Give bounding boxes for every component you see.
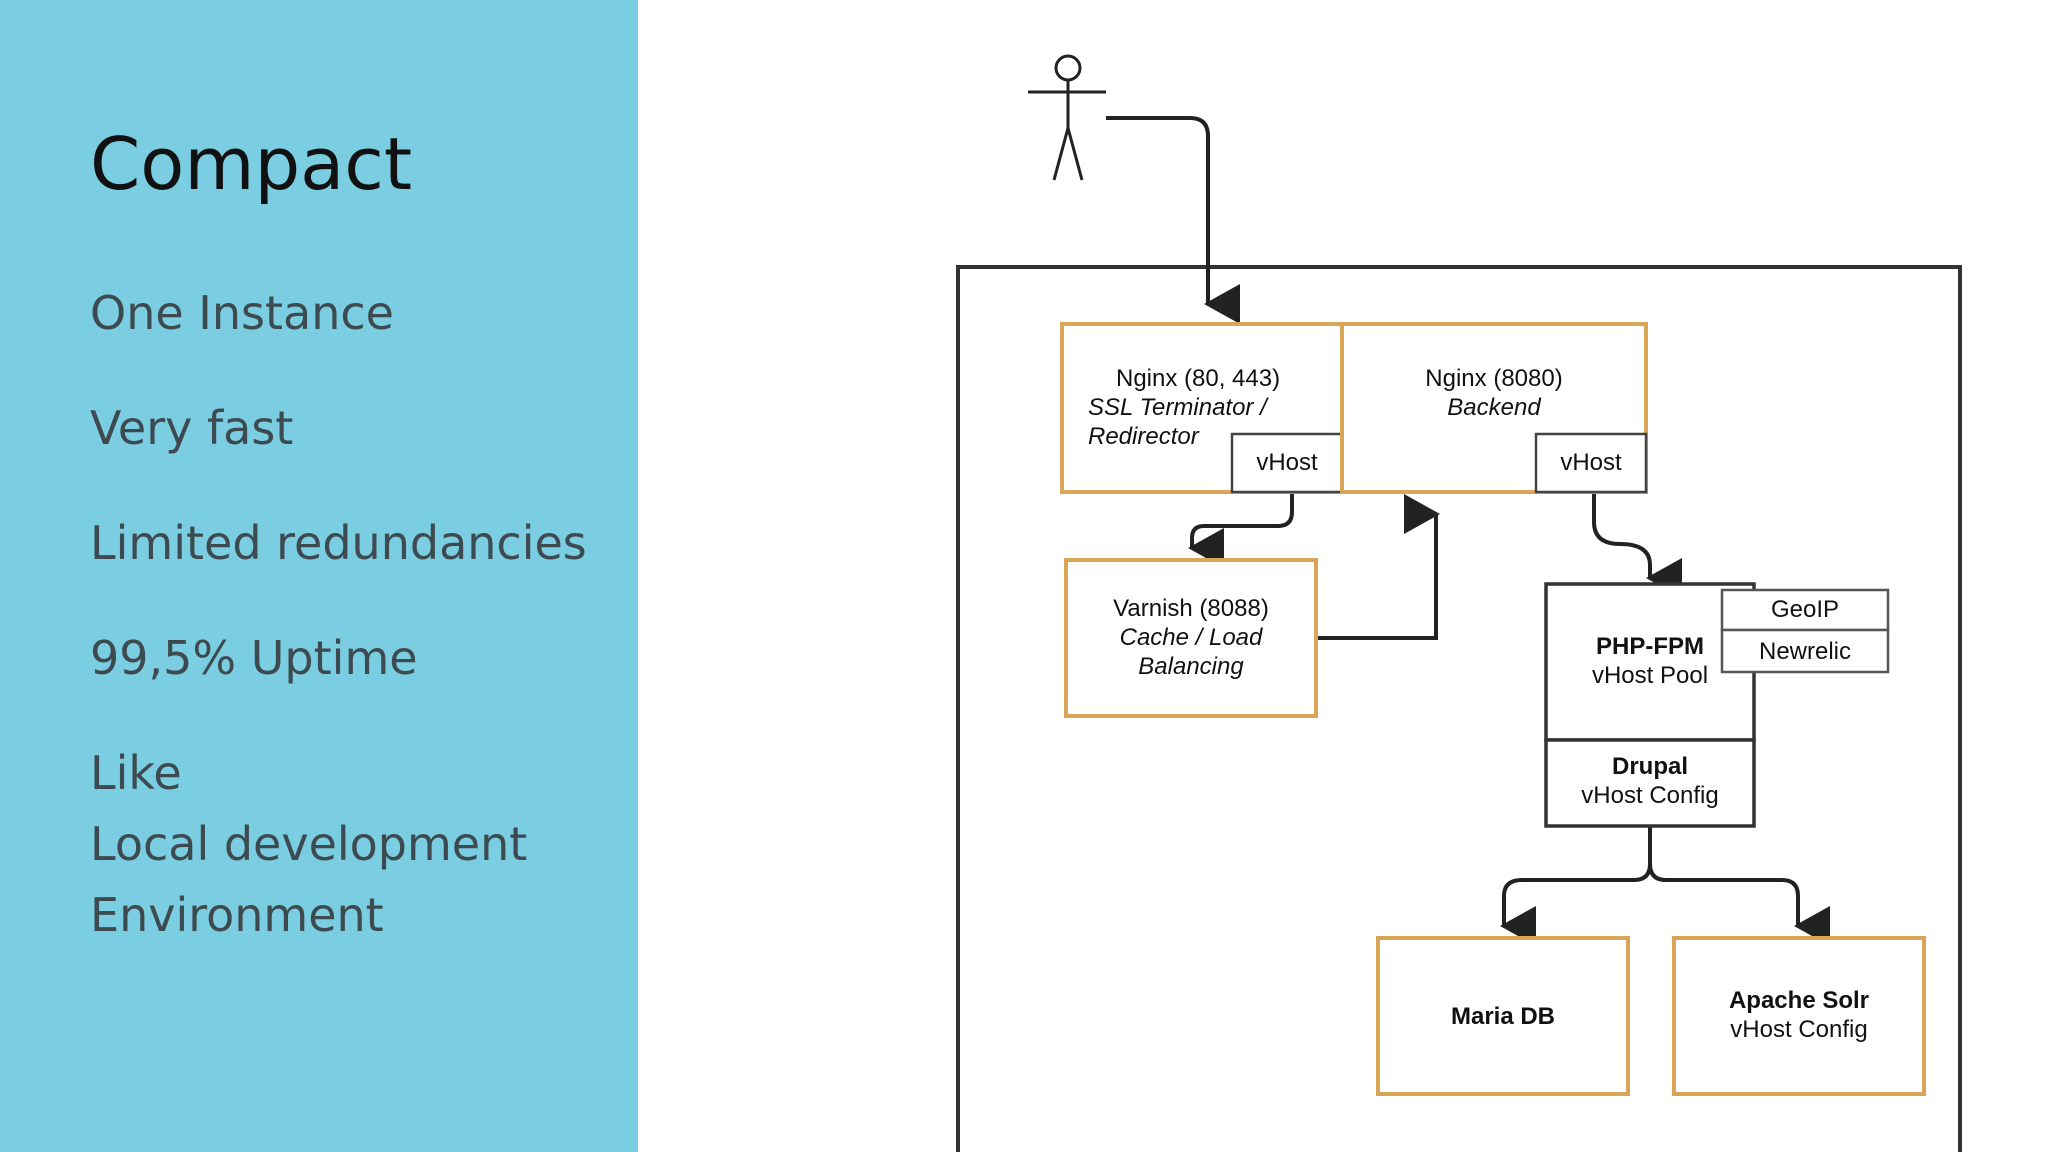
drupal-title: Drupal xyxy=(1612,753,1688,780)
arrow-varnish-to-nginx-backend xyxy=(1316,494,1440,640)
nginx-front-vhost-label: vHost xyxy=(1256,449,1318,476)
newrelic-label: Newrelic xyxy=(1759,638,1851,665)
phpfpm-title: PHP-FPM xyxy=(1596,633,1704,660)
solr-title: Apache Solr xyxy=(1729,987,1869,1014)
bullet-one-instance: One Instance xyxy=(90,286,394,340)
bullet-uptime: 99,5% Uptime xyxy=(90,631,418,685)
arrow-nginx-to-varnish xyxy=(1188,492,1294,568)
phpfpm-line1: vHost Pool xyxy=(1592,662,1708,689)
slide-title: Compact xyxy=(90,122,413,206)
bullet-environment: Environment xyxy=(90,888,384,942)
nginx-front-line1: SSL Terminator / xyxy=(1088,394,1269,421)
nginx-front-line2: Redirector xyxy=(1088,423,1200,450)
solr-line1: vHost Config xyxy=(1730,1016,1867,1043)
bullet-very-fast: Very fast xyxy=(90,401,294,455)
mariadb-title: Maria DB xyxy=(1451,1003,1555,1030)
bullet-limited-redundancies: Limited redundancies xyxy=(90,516,587,570)
nginx-backend-title: Nginx (8080) xyxy=(1425,365,1562,392)
nginx-backend-line1: Backend xyxy=(1447,394,1541,421)
nginx-front-title: Nginx (80, 443) xyxy=(1116,365,1280,392)
left-panel: Compact One Instance Very fast Limited r… xyxy=(0,0,638,1152)
varnish-line2: Balancing xyxy=(1138,653,1244,680)
system-boundary xyxy=(956,265,1962,1152)
bullet-local-development: Local development xyxy=(90,817,528,871)
newrelic-box xyxy=(1720,628,1890,674)
geoip-label: GeoIP xyxy=(1771,596,1839,623)
solr-box xyxy=(1672,936,1926,1096)
arrow-drupal-to-mariadb xyxy=(1500,826,1652,946)
drupal-line1: vHost Config xyxy=(1581,782,1718,809)
nginx-backend-vhost-label: vHost xyxy=(1560,449,1622,476)
bullet-like: Like xyxy=(90,746,182,800)
varnish-line1: Cache / Load xyxy=(1120,624,1263,651)
arrow-drupal-to-solr xyxy=(1648,863,1830,946)
arrow-nginx-backend-to-phpfpm xyxy=(1592,492,1682,598)
mariadb-box xyxy=(1376,936,1630,1096)
varnish-title: Varnish (8088) xyxy=(1113,595,1269,622)
arrow-user-to-nginx xyxy=(1106,116,1240,324)
varnish-box xyxy=(1064,558,1318,718)
nginx-backend-vhost-box xyxy=(1534,432,1648,494)
user-icon xyxy=(1028,54,1106,181)
drupal-box xyxy=(1544,738,1756,828)
phpfpm-box xyxy=(1544,582,1756,742)
